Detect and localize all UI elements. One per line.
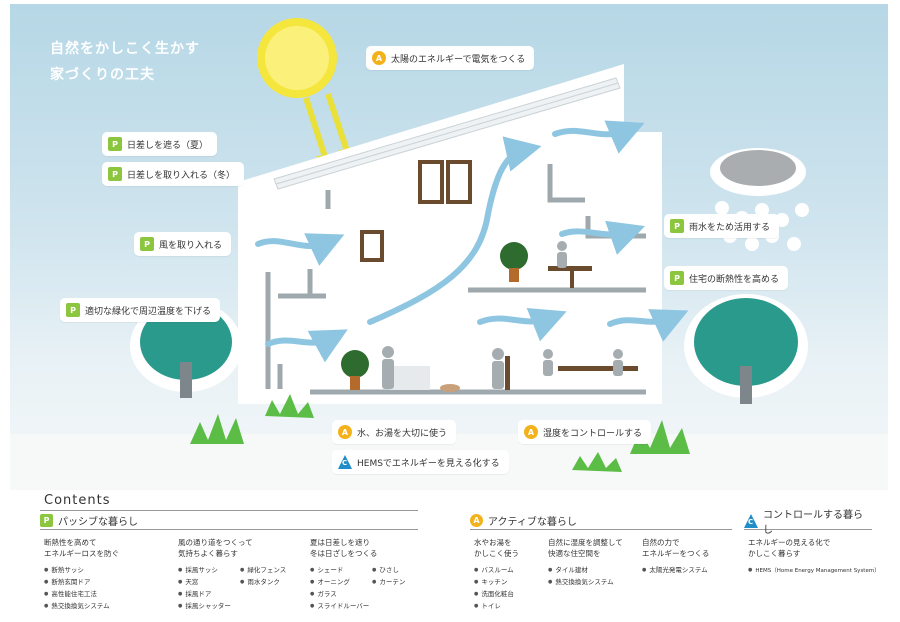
list-item: オーニング <box>310 576 369 588</box>
category-active-heading: A アクティブな暮らし <box>470 512 732 530</box>
passive-col1-desc: 断熱性を高めて エネルギーロスを防ぐ <box>44 538 119 558</box>
label-greenery: P 適切な緑化で周辺温度を下げる <box>60 298 221 322</box>
label-water-use: A 水、お湯を大切に使う <box>332 420 457 444</box>
label-wind: P 風を取り入れる <box>134 232 232 256</box>
control-badge-icon: C <box>744 513 758 528</box>
passive-badge-icon: P <box>108 137 122 151</box>
list-item: シェード <box>310 564 369 576</box>
label-rainwater: P 雨水をため活用する <box>664 214 780 238</box>
active-col1-desc: 水やお湯を かしこく使う <box>474 538 519 558</box>
tree-left-icon <box>130 300 242 398</box>
active-col2-list: タイル建材 熱交換換気システム <box>548 564 614 588</box>
list-item: 雨水タンク <box>240 576 286 588</box>
list-item: 採風サッシ <box>178 564 231 576</box>
passive-badge-icon: P <box>40 514 53 527</box>
passive-col1-list: 断熱サッシ 断熱玄関ドア 高性能住宅工法 熱交換換気システム <box>44 564 110 612</box>
active-badge-icon: A <box>524 425 538 439</box>
label-shade-summer: P 日差しを遮る（夏） <box>102 132 218 156</box>
grass-icons <box>190 394 690 472</box>
contents-title: Contents <box>44 493 111 508</box>
list-item: 熱交換換気システム <box>548 576 613 588</box>
page-subtitle: 家づくりの工夫 <box>50 67 155 83</box>
contents-section: Contents P パッシブな暮らし 断熱性を高めて エネルギーロスを防ぐ 断… <box>0 490 900 622</box>
active-col1-list: バスルーム キッチン 洗面化粧台 トイレ <box>474 564 514 612</box>
list-item: キッチン <box>474 576 514 588</box>
active-badge-icon: A <box>372 51 386 65</box>
label-solar-energy: A 太陽のエネルギーで電気をつくる <box>366 46 535 70</box>
label-sun-winter: P 日差しを取り入れる（冬） <box>102 162 245 186</box>
category-control-heading: C コントロールする暮らし <box>744 510 872 536</box>
passive-col4-list: シェード オーニング ガラス スライドルーバー <box>310 564 369 612</box>
category-passive-heading: P パッシブな暮らし <box>40 512 418 530</box>
list-item: タイル建材 <box>548 564 614 576</box>
list-item: 天窓 <box>178 576 231 588</box>
list-item: 採風シャッター <box>178 600 231 612</box>
active-badge-icon: A <box>470 514 483 527</box>
sun-icon <box>257 18 337 98</box>
control-col1-desc: エネルギーの見える化で かしこく暮らす <box>748 538 831 558</box>
list-item: 熱交換換気システム <box>44 600 109 612</box>
passive-badge-icon: P <box>108 167 122 181</box>
passive-col2-list: 採風サッシ 天窓 採風ドア 採風シャッター <box>178 564 231 612</box>
list-item: スライドルーバー <box>310 600 369 612</box>
list-item: 断熱サッシ <box>44 564 110 576</box>
passive-col2-desc: 風の通り道をつくって 気持ちよく暮らす <box>178 538 253 558</box>
passive-badge-icon: P <box>670 219 684 233</box>
passive-col4-desc: 夏は日差しを遮り 冬は日ざしをつくる <box>310 538 378 558</box>
page-title: 自然をかしこく生かす <box>50 41 200 57</box>
control-col1-list: HEMS（Home Energy Management System） <box>748 564 879 577</box>
passive-badge-icon: P <box>66 303 80 317</box>
list-item: ひさし <box>372 564 405 576</box>
list-item: 洗面化粧台 <box>474 588 514 600</box>
passive-col3-list: 緑化フェンス 雨水タンク <box>240 564 286 588</box>
list-item: カーテン <box>372 576 405 588</box>
list-item: 高性能住宅工法 <box>44 588 110 600</box>
list-item: HEMS（Home Energy Management System） <box>748 564 879 577</box>
list-item: 緑化フェンス <box>240 564 286 576</box>
active-col2-desc: 自然に湿度を調整して 快適な住空間を <box>548 538 623 558</box>
list-item: 太陽光発電システム <box>642 564 707 576</box>
list-item: 採風ドア <box>178 588 231 600</box>
contents-divider <box>40 510 418 511</box>
control-badge-icon: C <box>338 455 352 469</box>
list-item: ガラス <box>310 588 369 600</box>
label-insulation: P 住宅の断熱性を高める <box>664 266 789 290</box>
passive-badge-icon: P <box>670 271 684 285</box>
passive-col5-list: ひさし カーテン <box>372 564 405 588</box>
list-item: 断熱玄関ドア <box>44 576 110 588</box>
list-item: バスルーム <box>474 564 514 576</box>
tree-right-icon <box>684 294 808 404</box>
active-col3-desc: 自然の力で エネルギーをつくる <box>642 538 710 558</box>
label-humidity: A 湿度をコントロールする <box>518 420 652 444</box>
sunlight-arrows <box>303 93 351 161</box>
wind-arrows <box>255 120 689 363</box>
passive-badge-icon: P <box>140 237 154 251</box>
label-hems: C HEMSでエネルギーを見える化する <box>332 450 509 474</box>
active-badge-icon: A <box>338 425 352 439</box>
hero-illustration: 自然をかしこく生かす 家づくりの工夫 A 太陽のエネルギーで電気をつくる P 日… <box>10 4 888 490</box>
active-col3-list: 太陽光発電システム <box>642 564 707 576</box>
list-item: トイレ <box>474 600 514 612</box>
house-scene <box>10 18 888 490</box>
